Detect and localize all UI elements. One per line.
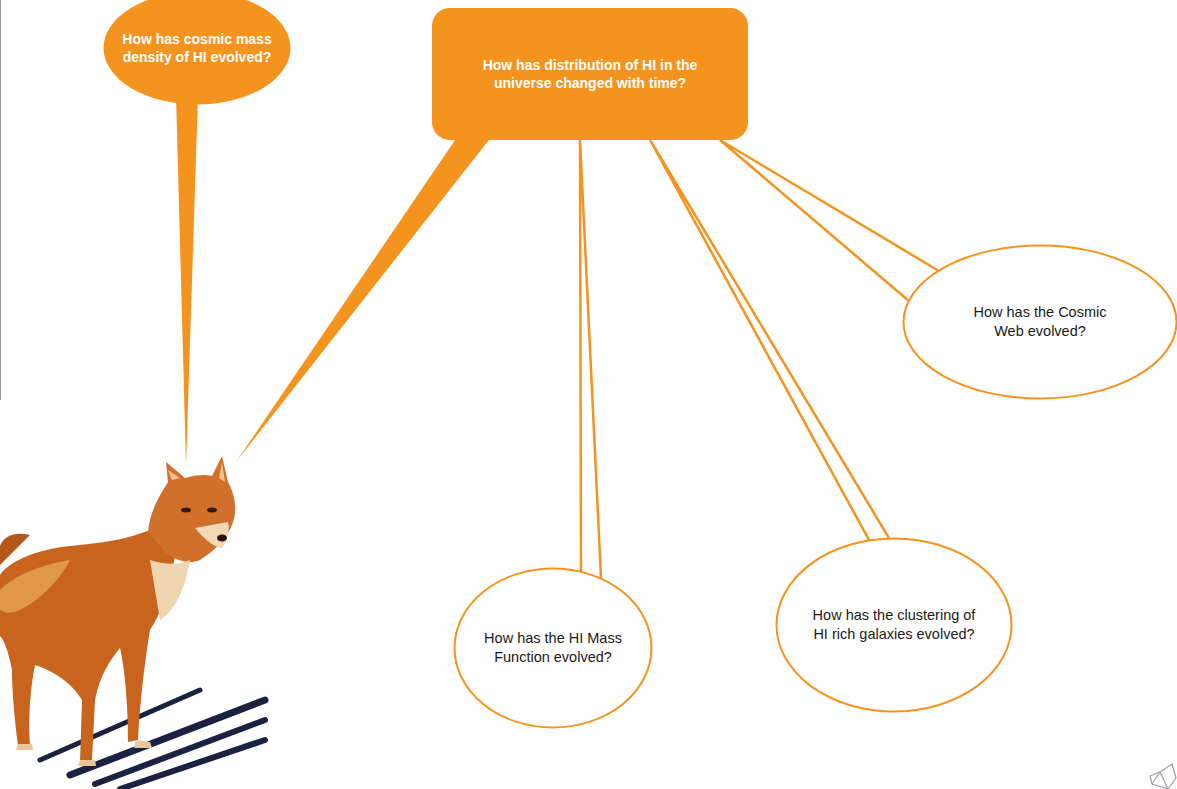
question-text: How has the HI Mass Function evolved? [478,629,628,667]
question-ellipse: How has the HI Mass Function evolved? [453,567,653,729]
speech-tail [176,95,198,466]
speech-box-outline [432,8,748,140]
speech-box: How has distribution of HI in the univer… [432,8,748,140]
question-ellipse-outline [775,537,1013,713]
dingo-photo [0,456,235,766]
question-ellipse: How has the Cosmic Web evolved? [902,244,1177,400]
speech-tail [236,124,492,462]
dog-shadow [40,690,265,789]
question-ellipse-outline [453,567,653,729]
speech-tail-connector [720,140,938,300]
question-ellipse-outline [902,244,1177,400]
question-text: How has distribution of HI in the univer… [475,56,705,92]
speech-ellipse: How has cosmic mass density of HI evolve… [102,0,292,106]
question-text: How has cosmic mass density of HI evolve… [121,30,273,66]
speech-tail-connector [580,140,601,578]
speech-tail-connector [650,140,889,540]
question-text: How has the clustering of HI rich galaxi… [807,606,982,644]
corner-icon [1150,764,1176,789]
question-ellipse: How has the clustering of HI rich galaxi… [775,537,1013,713]
question-text: How has the Cosmic Web evolved? [960,303,1120,341]
frame-line [0,0,1,400]
